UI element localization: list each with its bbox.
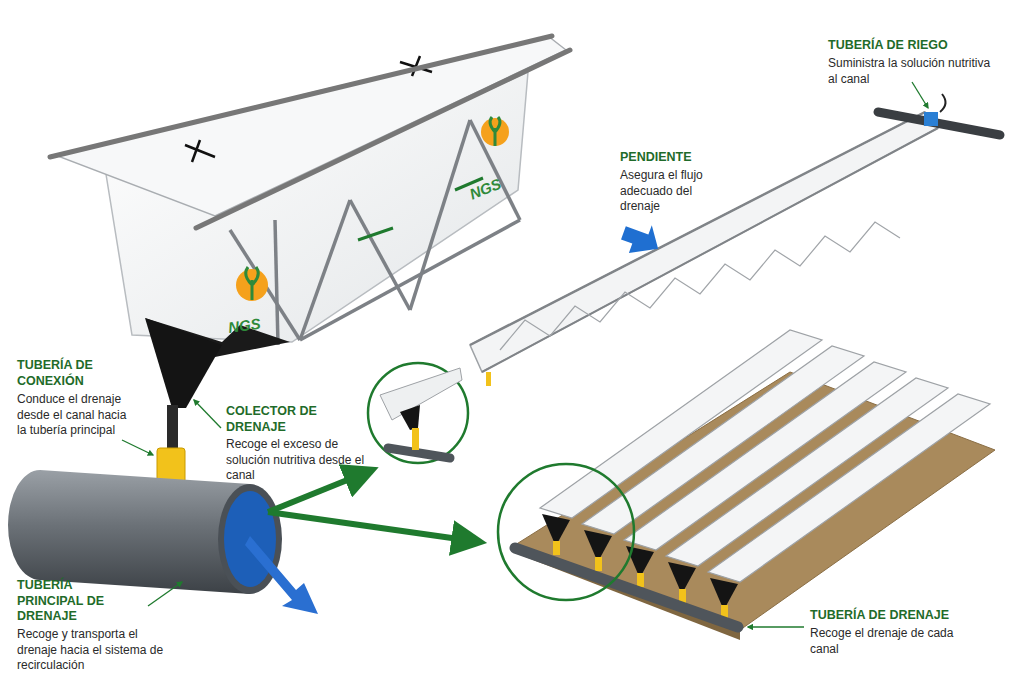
channel-field-part-part [666, 378, 948, 566]
callout-heading: TUBERÍA DE RIEGO [828, 38, 998, 54]
leader-lines-part [194, 400, 221, 428]
sloped-channel-part [940, 94, 946, 112]
leader-lines-part [122, 440, 153, 455]
sloped-channel-part [482, 128, 938, 372]
channel-closeup-part-part [350, 200, 410, 310]
callout-heading: TUBERÍA DE CONEXIÓN [17, 358, 122, 389]
zoom-arrows [268, 470, 480, 542]
channel-field-part-part [668, 562, 696, 590]
channel-field-part-part [710, 578, 738, 606]
channel-closeup-part [167, 405, 178, 453]
channel-field-part-part [542, 514, 570, 542]
channel-field [498, 330, 995, 640]
sloped-channel [470, 94, 1000, 386]
channel-closeup-part-part [300, 200, 350, 340]
channel-closeup-part [145, 318, 222, 408]
detail-circle-part [400, 405, 420, 430]
detail-circle [368, 363, 468, 463]
channel-closeup-part [230, 120, 520, 345]
channel-closeup-part [358, 178, 483, 240]
callout-heading: PENDIENTE [620, 150, 740, 166]
callout-heading: TUBERÍA DE DRENAJE [810, 608, 980, 624]
detail-circle-part [380, 368, 462, 420]
sloped-channel-part [924, 112, 938, 126]
channel-closeup-part [55, 36, 566, 216]
channel-closeup-part [490, 117, 500, 146]
channel-field-part [498, 464, 634, 600]
channel-closeup-part [196, 50, 570, 228]
channel-field-part-part [595, 557, 602, 571]
detail-circle-part [412, 428, 419, 450]
zoom-arrows-part [268, 512, 480, 542]
channel-field-part [515, 548, 738, 627]
detail-circle-part [368, 363, 468, 463]
leader-lines [122, 82, 928, 627]
callout-heading: TUBERÍA PRINCIPAL DE DRENAJE [17, 578, 137, 625]
channel-field-part-part [637, 573, 644, 587]
sloped-channel-part [618, 217, 665, 262]
main-drain-pipe-part [245, 536, 318, 614]
channel-field-part-part [708, 394, 990, 582]
callout-text: Asegura el flujo adecuado del drenaje [620, 168, 732, 215]
leader-lines-part [912, 82, 928, 108]
channel-closeup-part [246, 267, 259, 300]
callout-text: Recoge y transporta el drenaje hacia el … [17, 627, 177, 674]
main-drain-pipe-part [8, 470, 250, 594]
callout-heading: COLECTOR DE DRENAJE [226, 404, 376, 435]
channel-field-part-part [584, 530, 612, 558]
channel-closeup-part-part [275, 220, 278, 345]
channel-closeup [50, 36, 570, 512]
leader-lines-part [148, 582, 182, 606]
channel-closeup-part [185, 140, 215, 162]
sloped-channel-part [500, 222, 900, 350]
channel-field-part-part [626, 546, 654, 574]
channel-closeup-part-part [300, 220, 520, 340]
zoom-arrows-part [268, 470, 372, 512]
channel-closeup-part [481, 118, 509, 146]
sloped-channel-part [470, 112, 925, 345]
main-drain-pipe [8, 470, 318, 614]
callout-text: Conduce el drenaje desde el canal hacia … [17, 392, 135, 439]
callout-text: Recoge el drenaje de cada canal [810, 626, 960, 657]
channel-closeup-part-part [410, 120, 470, 310]
channel-field-part-part [624, 362, 906, 550]
callout-text: Recoge el exceso de solución nutritiva d… [226, 437, 376, 484]
sloped-channel-part [878, 112, 1000, 135]
callout-text: Suministra la solución nutritiva al cana… [828, 56, 998, 87]
channel-field-part-part [553, 541, 560, 555]
sloped-channel-part [470, 112, 938, 372]
leader-lines-part [748, 626, 804, 627]
sloped-channel-part [486, 372, 491, 386]
